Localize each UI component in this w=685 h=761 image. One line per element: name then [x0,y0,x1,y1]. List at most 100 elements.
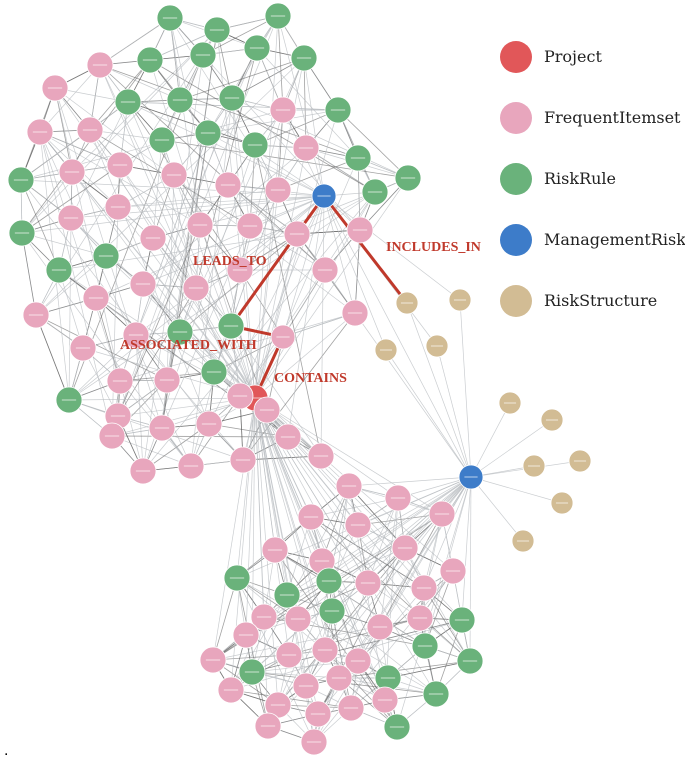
frequentitemset-node[interactable] [344,647,372,675]
frequentitemset-node[interactable] [371,686,399,714]
riskstructure-node[interactable] [511,529,535,553]
managementrisk-node[interactable] [458,464,484,490]
riskrule-node[interactable] [8,219,36,247]
frequentitemset-node[interactable] [177,452,205,480]
riskrule-node[interactable] [411,632,439,660]
frequentitemset-node[interactable] [69,334,97,362]
frequentitemset-node[interactable] [283,220,311,248]
riskstructure-node[interactable] [374,338,398,362]
frequentitemset-node[interactable] [182,274,210,302]
frequentitemset-node[interactable] [226,256,254,284]
riskrule-node[interactable] [448,606,476,634]
frequentitemset-node[interactable] [217,676,245,704]
riskrule-node[interactable] [136,46,164,74]
riskstructure-node[interactable] [448,288,472,312]
riskrule-node[interactable] [45,256,73,284]
frequentitemset-node[interactable] [148,414,176,442]
frequentitemset-node[interactable] [307,442,335,470]
riskrule-node[interactable] [114,88,142,116]
riskrule-node[interactable] [92,242,120,270]
frequentitemset-node[interactable] [236,212,264,240]
frequentitemset-node[interactable] [57,204,85,232]
frequentitemset-node[interactable] [106,151,134,179]
riskstructure-node[interactable] [498,391,522,415]
riskrule-node[interactable] [318,597,346,625]
frequentitemset-node[interactable] [346,216,374,244]
managementrisk-node[interactable] [311,183,337,209]
frequentitemset-node[interactable] [253,396,281,424]
frequentitemset-node[interactable] [229,446,257,474]
riskrule-node[interactable] [7,166,35,194]
frequentitemset-node[interactable] [292,672,320,700]
frequentitemset-node[interactable] [264,176,292,204]
riskstructure-node[interactable] [568,449,592,473]
frequentitemset-node[interactable] [214,171,242,199]
riskrule-node[interactable] [218,84,246,112]
frequentitemset-node[interactable] [308,547,336,575]
frequentitemset-node[interactable] [304,700,332,728]
frequentitemset-node[interactable] [58,158,86,186]
riskstructure-node[interactable] [540,408,564,432]
frequentitemset-node[interactable] [186,211,214,239]
frequentitemset-node[interactable] [195,410,223,438]
riskstructure-node[interactable] [395,291,419,315]
node-layer[interactable] [7,2,592,756]
riskrule-node[interactable] [166,318,194,346]
riskrule-node[interactable] [223,564,251,592]
frequentitemset-node[interactable] [311,636,339,664]
frequentitemset-node[interactable] [406,604,434,632]
frequentitemset-node[interactable] [153,366,181,394]
frequentitemset-node[interactable] [275,641,303,669]
riskrule-node[interactable] [55,386,83,414]
riskrule-node[interactable] [148,126,176,154]
frequentitemset-node[interactable] [160,161,188,189]
frequentitemset-node[interactable] [232,621,260,649]
frequentitemset-node[interactable] [384,484,412,512]
riskrule-node[interactable] [315,567,343,595]
riskrule-node[interactable] [264,2,292,30]
frequentitemset-node[interactable] [22,301,50,329]
frequentitemset-node[interactable] [410,574,438,602]
riskrule-node[interactable] [273,581,301,609]
frequentitemset-node[interactable] [122,321,150,349]
frequentitemset-node[interactable] [354,569,382,597]
riskrule-node[interactable] [456,647,484,675]
riskrule-node[interactable] [203,16,231,44]
frequentitemset-node[interactable] [261,536,289,564]
frequentitemset-node[interactable] [297,503,325,531]
frequentitemset-node[interactable] [250,603,278,631]
frequentitemset-node[interactable] [82,284,110,312]
frequentitemset-node[interactable] [139,224,167,252]
frequentitemset-node[interactable] [106,367,134,395]
frequentitemset-node[interactable] [439,557,467,585]
riskrule-node[interactable] [290,44,318,72]
frequentitemset-node[interactable] [104,193,132,221]
riskrule-node[interactable] [361,178,389,206]
frequentitemset-node[interactable] [337,694,365,722]
riskrule-node[interactable] [394,164,422,192]
riskrule-node[interactable] [189,41,217,69]
riskstructure-node[interactable] [522,454,546,478]
frequentitemset-node[interactable] [98,422,126,450]
frequentitemset-node[interactable] [129,270,157,298]
frequentitemset-node[interactable] [335,472,363,500]
frequentitemset-node[interactable] [311,256,339,284]
riskrule-node[interactable] [194,119,222,147]
riskrule-node[interactable] [217,312,245,340]
frequentitemset-node[interactable] [391,534,419,562]
frequentitemset-node[interactable] [341,299,369,327]
frequentitemset-node[interactable] [41,74,69,102]
frequentitemset-node[interactable] [226,382,254,410]
frequentitemset-node[interactable] [284,605,312,633]
frequentitemset-node[interactable] [269,96,297,124]
frequentitemset-node[interactable] [76,116,104,144]
riskrule-node[interactable] [422,680,450,708]
riskrule-node[interactable] [241,131,269,159]
frequentitemset-node[interactable] [270,324,296,350]
riskrule-node[interactable] [200,358,228,386]
riskrule-node[interactable] [324,96,352,124]
frequentitemset-node[interactable] [325,664,353,692]
frequentitemset-node[interactable] [274,423,302,451]
frequentitemset-node[interactable] [292,134,320,162]
